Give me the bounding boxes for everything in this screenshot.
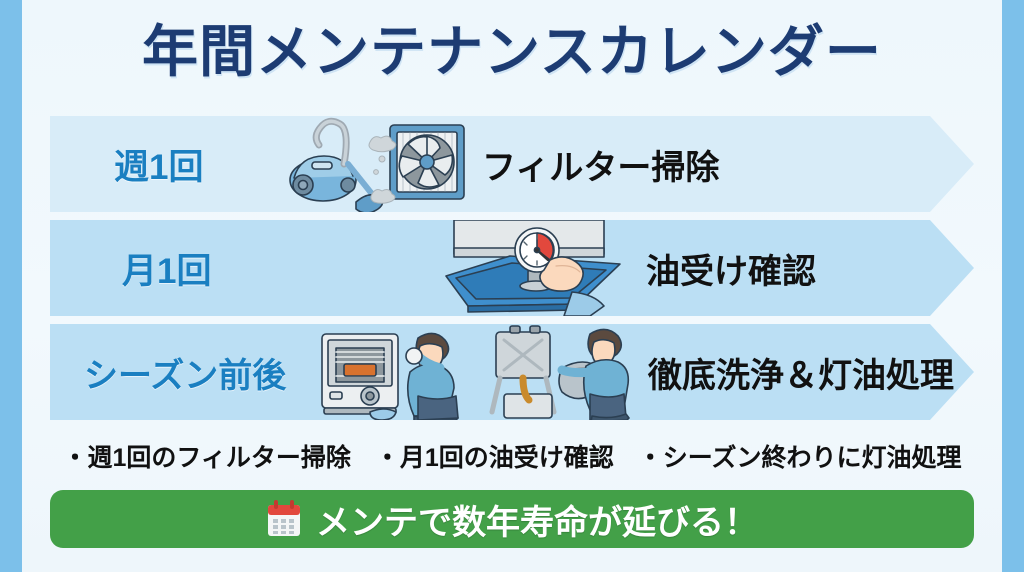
poster-canvas: 年間メンテナンスカレンダー 週1回 bbox=[22, 0, 1002, 572]
bullet-item: ・週1回のフィルター掃除 bbox=[62, 444, 351, 472]
row-task-label: フィルター掃除 bbox=[482, 148, 720, 187]
vacuum-fan-illustration bbox=[286, 116, 476, 212]
footer-message: メンテで数年寿命が延びる！ bbox=[316, 503, 758, 542]
schedule-row[interactable]: 月1回 bbox=[50, 220, 974, 316]
bullet-item: ・シーズン終わりに灯油処理 bbox=[637, 444, 962, 472]
calendar-icon bbox=[266, 500, 302, 538]
schedule-row[interactable]: シーズン前後 bbox=[50, 324, 974, 420]
footer-banner: メンテで数年寿命が延びる！ bbox=[50, 490, 974, 548]
row-task-label: 徹底洗浄＆灯油処理 bbox=[648, 356, 954, 395]
oil-pan-check-illustration bbox=[438, 220, 638, 316]
schedule-rows: 週1回 bbox=[50, 116, 974, 428]
bullet-item: ・月1回の油受け確認 bbox=[374, 444, 614, 472]
row-frequency-label: 月1回 bbox=[122, 251, 212, 291]
heater-cleaning-kerosene-illustration bbox=[314, 324, 644, 420]
row-frequency-label: 週1回 bbox=[114, 147, 204, 187]
row-frequency-label: シーズン前後 bbox=[84, 356, 287, 395]
summary-bullets: ・週1回のフィルター掃除 ・月1回の油受け確認 ・シーズン終わりに灯油処理 bbox=[22, 438, 1002, 474]
row-task-label: 油受け確認 bbox=[646, 252, 816, 291]
schedule-row[interactable]: 週1回 bbox=[50, 116, 974, 212]
page-title: 年間メンテナンスカレンダー bbox=[142, 20, 882, 83]
row-band bbox=[50, 116, 974, 212]
